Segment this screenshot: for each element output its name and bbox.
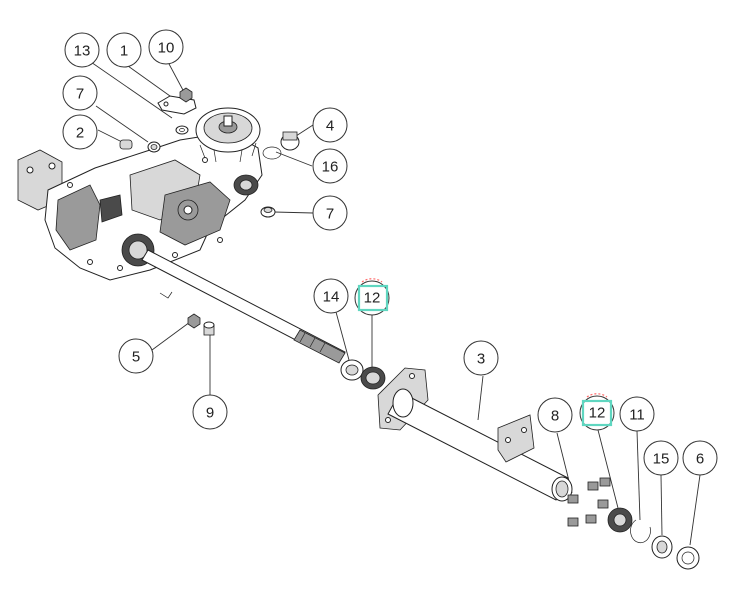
leader-7b <box>273 211 314 214</box>
svg-text:14: 14 <box>323 289 340 306</box>
bolt-8a <box>567 494 579 504</box>
callout-14[interactable]: 14 <box>313 278 349 314</box>
vent-2 <box>119 139 133 150</box>
washer-13 <box>175 125 189 135</box>
callout-12-left[interactable]: 12 <box>354 278 390 316</box>
svg-text:12: 12 <box>589 405 606 422</box>
axle-shaft <box>141 249 346 364</box>
leader-13 <box>87 59 173 119</box>
o-ring-16 <box>262 146 282 160</box>
svg-text:13: 13 <box>74 43 91 60</box>
callout-7-upper[interactable]: 7 <box>62 75 98 111</box>
leader-7a <box>95 105 149 143</box>
svg-text:5: 5 <box>132 349 140 366</box>
callout-1[interactable]: 1 <box>106 32 142 68</box>
nut-10 <box>179 87 193 103</box>
key-mark <box>159 291 173 299</box>
leader-2 <box>97 129 123 143</box>
washer-6 <box>676 546 700 570</box>
bolt-8b <box>587 481 599 491</box>
callout-12-right[interactable]: 12 <box>579 393 615 431</box>
callout-3[interactable]: 3 <box>463 340 499 376</box>
callout-4[interactable]: 4 <box>312 107 348 143</box>
svg-text:15: 15 <box>653 451 670 468</box>
right-end-parts <box>607 507 700 570</box>
svg-text:3: 3 <box>477 351 485 368</box>
svg-text:9: 9 <box>206 405 214 422</box>
leader-11 <box>636 430 641 521</box>
svg-text:6: 6 <box>696 451 704 468</box>
leader-12b <box>597 429 619 509</box>
callout-13[interactable]: 13 <box>64 32 100 68</box>
seal-bearing-left <box>340 359 386 390</box>
leader-1 <box>127 65 171 97</box>
bolt-8e <box>567 517 579 527</box>
callout-16[interactable]: 16 <box>312 148 348 184</box>
bolt-group-5-9 <box>187 313 215 336</box>
svg-text:16: 16 <box>322 159 339 176</box>
callout-9[interactable]: 9 <box>192 394 228 430</box>
callout-15[interactable]: 15 <box>643 440 679 476</box>
svg-text:7: 7 <box>326 206 334 223</box>
svg-text:4: 4 <box>326 118 334 135</box>
callout-7-lower[interactable]: 7 <box>312 195 348 231</box>
svg-text:7: 7 <box>76 86 84 103</box>
svg-text:2: 2 <box>76 125 84 142</box>
svg-text:8: 8 <box>551 408 559 425</box>
snap-ring-11 <box>630 519 651 544</box>
leader-14 <box>335 311 350 361</box>
leader-6 <box>689 474 701 546</box>
leader-10 <box>167 61 185 93</box>
axle-tube-3 <box>377 367 573 502</box>
svg-text:11: 11 <box>629 407 645 424</box>
svg-text:1: 1 <box>120 43 128 60</box>
nut-5 <box>187 313 201 329</box>
small-hardware-top <box>119 87 300 218</box>
callout-5[interactable]: 5 <box>118 338 154 374</box>
callout-8[interactable]: 8 <box>537 397 573 433</box>
callout-11[interactable]: 11 <box>619 396 655 432</box>
leader-3 <box>477 375 484 421</box>
tube-bracket <box>497 414 535 463</box>
bolts-8 <box>567 477 611 527</box>
transaxle-housing <box>17 107 263 281</box>
svg-text:10: 10 <box>158 40 175 57</box>
svg-text:12: 12 <box>364 290 381 307</box>
callout-10[interactable]: 10 <box>148 29 184 65</box>
bolt-8c <box>597 499 609 509</box>
bolt-8d <box>585 514 597 524</box>
callout-2[interactable]: 2 <box>62 114 98 150</box>
leader-5 <box>151 321 191 351</box>
leader-16 <box>275 151 313 167</box>
leader-15 <box>660 474 663 536</box>
bolt-8f <box>599 477 611 487</box>
leader-4 <box>295 124 314 137</box>
callout-6[interactable]: 6 <box>682 440 718 476</box>
